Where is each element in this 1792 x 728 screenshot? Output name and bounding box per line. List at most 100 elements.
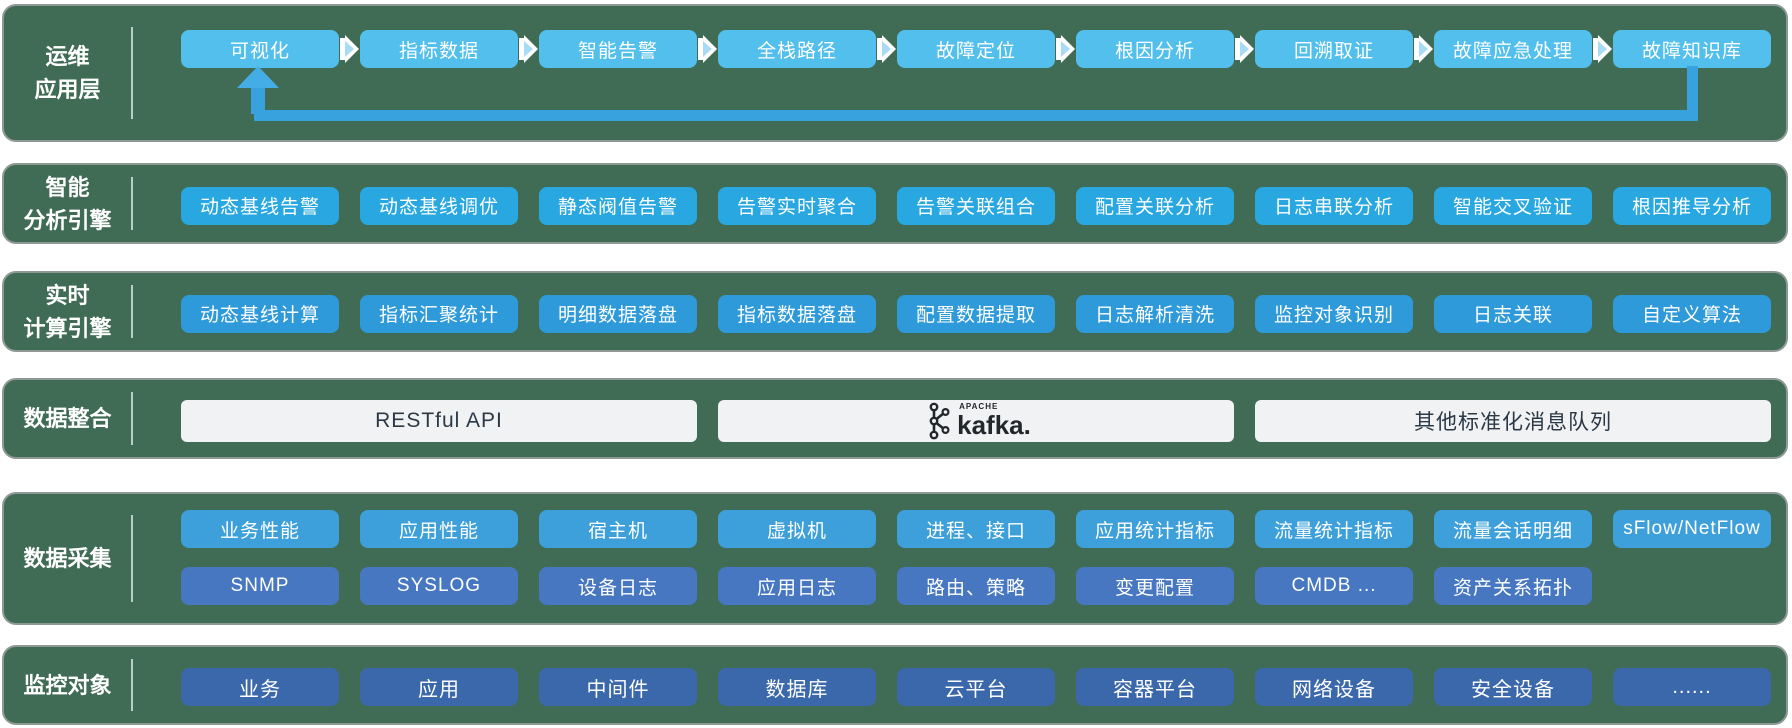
diagram-box: 数据库 (718, 668, 876, 706)
box-gap (1413, 510, 1434, 548)
diagram-box: 宿主机 (539, 510, 697, 548)
compute-engine-boxes: 动态基线计算指标汇聚统计明细数据落盘指标数据落盘配置数据提取日志解析清洗监控对象… (181, 273, 1786, 354)
flow-arrow-icon (697, 30, 718, 68)
diagram-box: SYSLOG (360, 567, 518, 605)
diagram-box: 虚拟机 (718, 510, 876, 548)
diagram-box: 应用性能 (360, 510, 518, 548)
box-gap (1592, 510, 1613, 548)
flow-box: 回溯取证 (1255, 30, 1413, 68)
diagram-box: 中间件 (539, 668, 697, 706)
box-gap (1234, 295, 1255, 333)
box-gap (339, 295, 360, 333)
diagram-box: 业务性能 (181, 510, 339, 548)
flow-arrow-icon (1592, 30, 1613, 68)
diagram-box: 应用统计指标 (1076, 510, 1234, 548)
flow-box: 指标数据 (360, 30, 518, 68)
box-gap (518, 510, 539, 548)
diagram-box: 自定义算法 (1613, 294, 1771, 333)
layer-ops-application-divider (131, 27, 133, 119)
diagram-box: 变更配置 (1076, 567, 1234, 605)
box-gap (1234, 567, 1255, 605)
box-gap (697, 567, 718, 605)
layer-analysis-engine-divider (131, 177, 133, 230)
analysis-engine-boxes: 动态基线告警动态基线调优静态阀值告警告警实时聚合告警关联组合配置关联分析日志串联… (181, 165, 1786, 246)
box-gap (1234, 510, 1255, 548)
diagram-box: 指标数据落盘 (718, 294, 876, 333)
box-gap (697, 668, 718, 706)
diagram-box: 路由、策略 (897, 567, 1055, 605)
box-gap (697, 187, 718, 225)
flow-box: 根因分析 (1076, 30, 1234, 68)
box-gap (518, 668, 539, 706)
diagram-box: 网络设备 (1255, 668, 1413, 706)
layer-data-integration-label: 数据整合 (23, 406, 112, 431)
box-gap (1055, 187, 1076, 225)
box-gap (1413, 567, 1434, 605)
box-gap (339, 510, 360, 548)
diagram-box: 业务 (181, 668, 339, 706)
box-gap (1413, 668, 1434, 706)
kafka-wordmark: kafka. (957, 410, 1031, 440)
layer-analysis-engine: 智能 分析引擎 动态基线告警动态基线调优静态阀值告警告警实时聚合告警关联组合配置… (2, 163, 1788, 244)
layer-ops-application-label: 运维 应用层 (34, 44, 101, 102)
diagram-box: 智能交叉验证 (1434, 186, 1592, 225)
feedback-arrow-stem (251, 88, 265, 114)
diagram-box: 安全设备 (1434, 668, 1592, 706)
box-gap (1234, 187, 1255, 225)
box-gap (876, 668, 897, 706)
diagram-box: CMDB ... (1255, 567, 1413, 605)
layer-monitored-objects-label: 监控对象 (23, 672, 112, 698)
diagram-box: 流量会话明细 (1434, 510, 1592, 548)
layer-data-integration: 数据整合 RESTful API (2, 378, 1788, 459)
layer-compute-engine: 实时 计算引擎 动态基线计算指标汇聚统计明细数据落盘指标数据落盘配置数据提取日志… (2, 271, 1788, 352)
layer-ops-application: 运维 应用层 可视化指标数据智能告警全栈路径故障定位根因分析回溯取证故障应急处理… (2, 4, 1788, 142)
diagram-box: 配置数据提取 (897, 294, 1055, 333)
box-gap (1413, 295, 1434, 333)
box-gap (876, 510, 897, 548)
diagram-box: sFlow/NetFlow (1613, 510, 1771, 548)
box-gap (1055, 295, 1076, 333)
message-queue-box: 其他标准化消息队列 (1255, 399, 1771, 442)
kafka-box: APACHE kafka. (718, 399, 1234, 442)
diagram-box: 告警实时聚合 (718, 186, 876, 225)
layer-compute-engine-divider (131, 285, 133, 338)
feedback-arrow-head (237, 66, 279, 88)
box-gap (1413, 187, 1434, 225)
diagram-box: 配置关联分析 (1076, 186, 1234, 225)
box-gap (1055, 668, 1076, 706)
box-gap (697, 295, 718, 333)
diagram-box: 云平台 (897, 668, 1055, 706)
box-gap (1234, 668, 1255, 706)
box-gap (518, 295, 539, 333)
diagram-box: ...... (1613, 668, 1771, 706)
box-gap (1592, 668, 1613, 706)
diagram-box: 进程、接口 (897, 510, 1055, 548)
diagram-box: 日志关联 (1434, 294, 1592, 333)
box-gap (876, 295, 897, 333)
ops-application-flow: 可视化指标数据智能告警全栈路径故障定位根因分析回溯取证故障应急处理故障知识库 (181, 30, 1771, 68)
box-gap (339, 668, 360, 706)
flow-box: 故障应急处理 (1434, 30, 1592, 68)
box-gap (339, 187, 360, 225)
diagram-box: 设备日志 (539, 567, 697, 605)
diagram-box: 应用日志 (718, 567, 876, 605)
flow-arrow-icon (1413, 30, 1434, 68)
flow-box: 智能告警 (539, 30, 697, 68)
flow-box: 故障定位 (897, 30, 1055, 68)
kafka-logo-icon (929, 402, 950, 439)
flow-arrow-icon (339, 30, 360, 68)
layer-analysis-engine-label: 智能 分析引擎 (23, 174, 112, 233)
diagram-box: 日志串联分析 (1255, 186, 1413, 225)
flow-box: 可视化 (181, 30, 339, 68)
box-gap (876, 187, 897, 225)
flow-arrow-icon (876, 30, 897, 68)
box-gap (518, 567, 539, 605)
flow-arrow-icon (1055, 30, 1076, 68)
flow-box: 全栈路径 (718, 30, 876, 68)
flow-box: 故障知识库 (1613, 30, 1771, 68)
flow-arrow-icon (1234, 30, 1255, 68)
box-gap (1055, 567, 1076, 605)
